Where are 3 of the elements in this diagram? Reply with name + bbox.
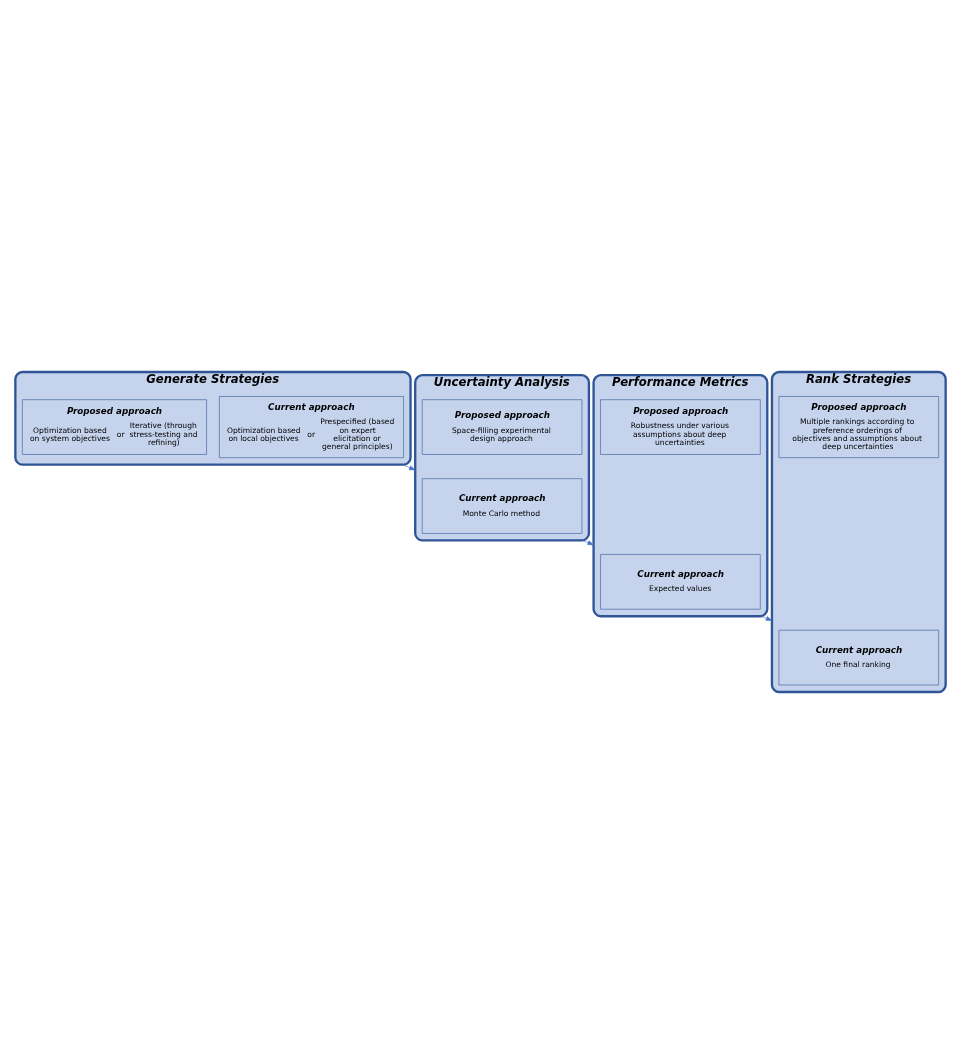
arrow: [582, 539, 594, 545]
arrow: [760, 615, 773, 621]
arrow: [401, 463, 416, 470]
